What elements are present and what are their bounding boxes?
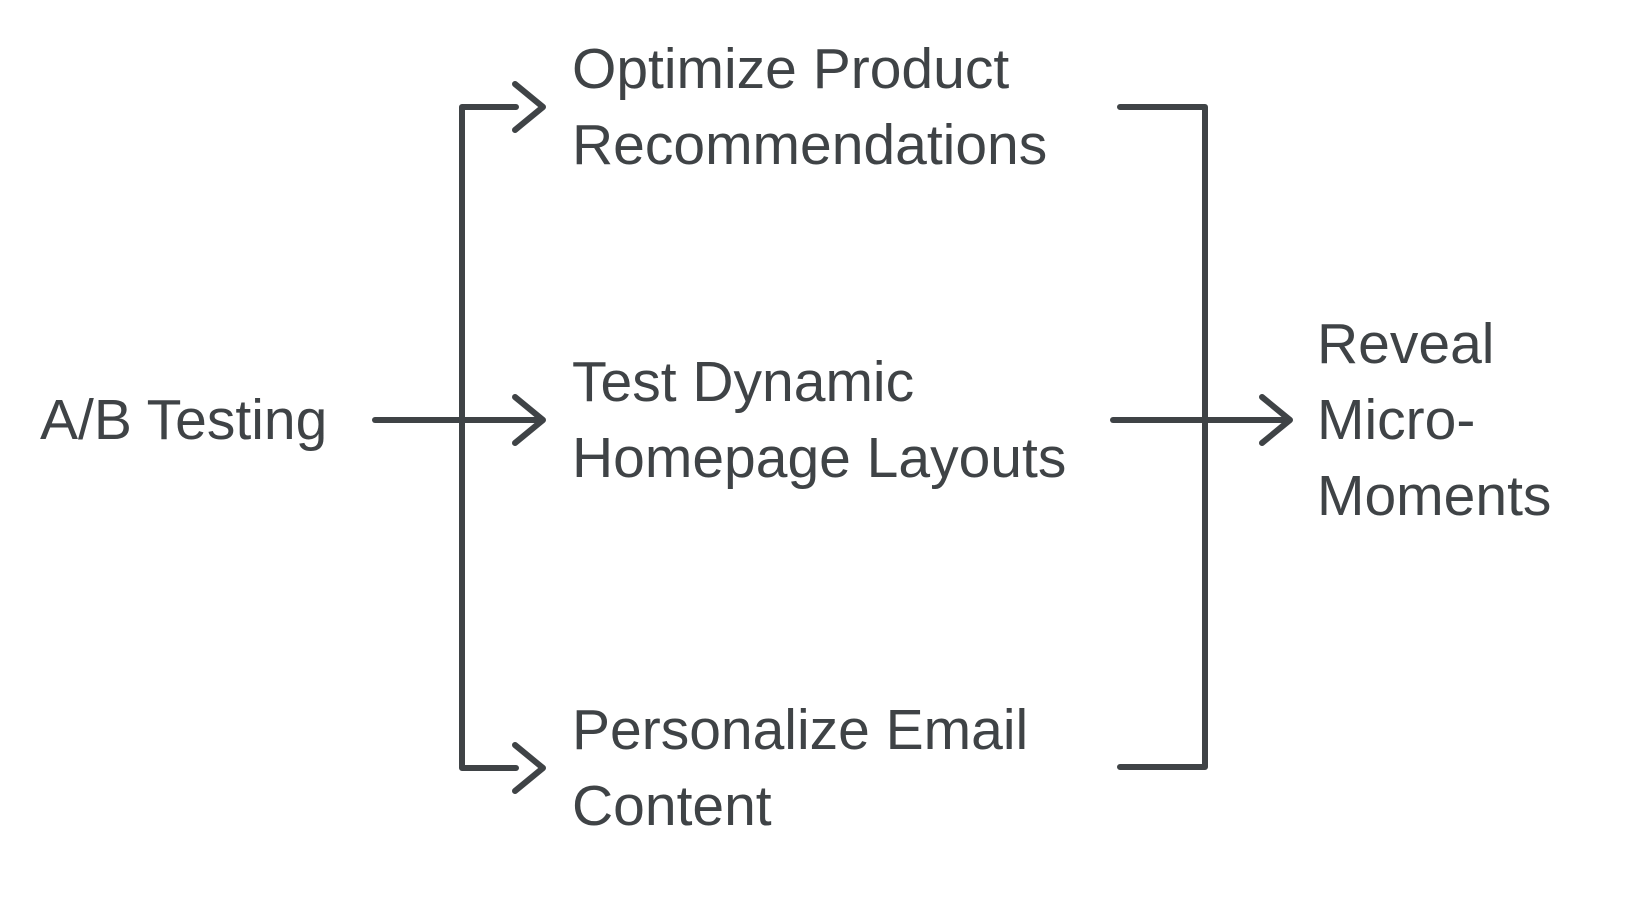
node-test-dynamic-homepage-layouts: Test Dynamic Homepage Layouts — [572, 344, 1066, 496]
arrowhead-result-icon — [1259, 394, 1293, 446]
node-personalize-email-content: Personalize Email Content — [572, 692, 1028, 844]
arrowhead-branch-top-icon — [512, 81, 546, 133]
node-label-line: Content — [572, 774, 772, 838]
node-reveal-micro-moments: Reveal Micro- Moments — [1317, 306, 1551, 534]
connector-right-bracket — [1117, 104, 1208, 770]
node-label-line: Personalize Email — [572, 698, 1029, 762]
arrowhead-branch-bottom-icon — [512, 742, 546, 794]
node-label-line: Homepage Layouts — [572, 426, 1067, 490]
node-label-line: Test Dynamic — [572, 350, 915, 414]
node-optimize-product-recommendations: Optimize Product Recommendations — [572, 31, 1047, 183]
node-label-line: Moments — [1317, 464, 1552, 528]
connector-group — [372, 81, 1293, 794]
node-label-line: Optimize Product — [572, 37, 1010, 101]
node-ab-testing: A/B Testing — [40, 382, 327, 458]
node-label-line: Micro- — [1317, 388, 1476, 452]
node-label-line: Recommendations — [572, 113, 1048, 177]
node-label-line: Reveal — [1317, 312, 1495, 376]
node-label: A/B Testing — [40, 388, 328, 452]
arrowhead-branch-middle-icon — [512, 394, 546, 446]
connector-left-bracket — [459, 104, 519, 771]
